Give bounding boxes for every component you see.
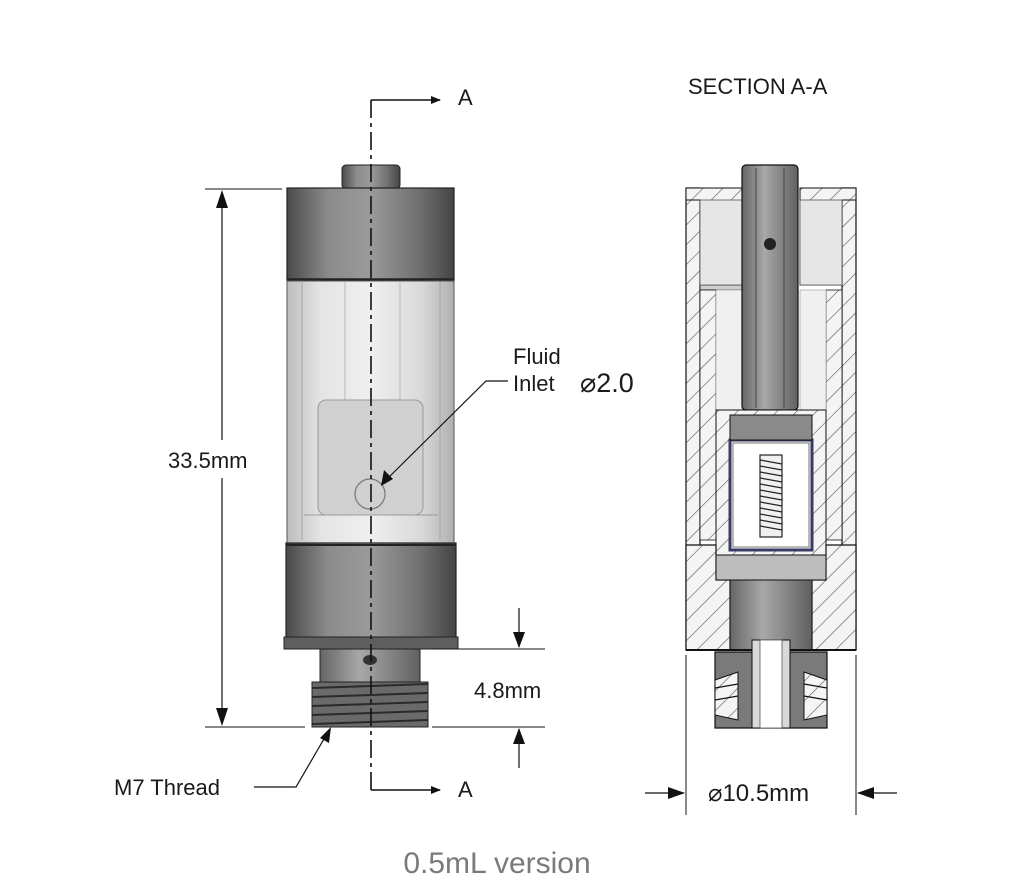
exterior-view: A A 33.5mm 4.8mm Fluid Inlet ⌀2.0 M7 Thr…: [114, 85, 634, 802]
thread-label: M7 Thread: [114, 775, 220, 800]
section-marker-bottom: A: [458, 777, 473, 802]
section-center-post: [741, 164, 799, 411]
thread-length-label: 4.8mm: [474, 678, 541, 703]
fluid-label-line2: Inlet: [513, 371, 555, 396]
height-label: 33.5mm: [168, 448, 247, 473]
fluid-label-line1: Fluid: [513, 344, 561, 369]
inlet-diameter-label: ⌀2.0: [580, 368, 634, 398]
base-post: [319, 648, 421, 683]
caption: 0.5mL version: [403, 847, 590, 880]
outer-diameter-label: ⌀10.5mm: [708, 780, 809, 807]
section-title: SECTION A-A: [688, 74, 828, 99]
fluid-inlet-hole: [354, 478, 386, 510]
section-marker-top: A: [458, 85, 473, 110]
section-view: SECTION A-A: [645, 74, 897, 815]
coil: [759, 454, 783, 538]
